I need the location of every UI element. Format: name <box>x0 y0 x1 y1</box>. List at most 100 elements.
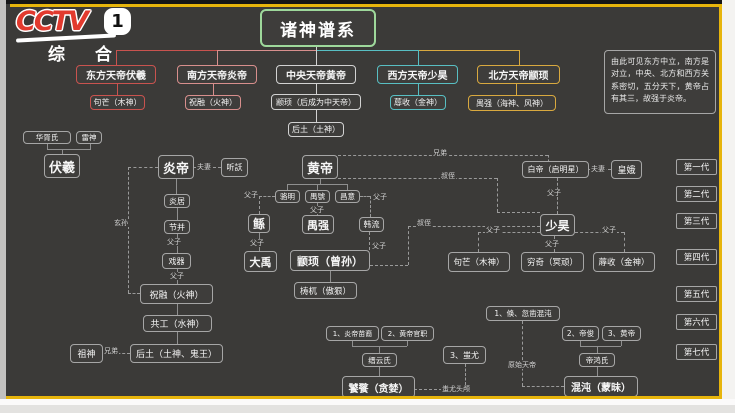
node-east-emperor-fuxi: 东方天帝伏羲 <box>76 65 156 84</box>
edge-dashed <box>414 389 442 390</box>
rel-father-son: 父子 <box>371 242 387 251</box>
node-chiyou: 3、蚩尤 <box>443 346 486 364</box>
node-xiqi: 戏器 <box>162 253 191 269</box>
edge <box>621 341 622 346</box>
edge <box>213 84 214 95</box>
rel-father-son: 父子 <box>243 191 259 200</box>
edge <box>316 50 418 51</box>
channel-subtitle: 综 合 <box>48 45 124 65</box>
frame-right <box>722 0 735 413</box>
node-hundun: 混沌（蒙昧） <box>564 376 638 397</box>
node-houtu-ghost-king: 后土（土神、鬼王） <box>130 344 223 363</box>
node-huaxushi: 华胥氏 <box>23 131 71 144</box>
node-gonggong: 共工（水神） <box>143 315 212 332</box>
node-zhuanxu-later-central: 颛顼（后成为中天帝） <box>271 94 361 110</box>
rel-father-son: 父子 <box>249 239 265 248</box>
rel-brothers: 兄弟 <box>432 149 448 158</box>
node-shaohao: 少昊 <box>540 214 575 236</box>
edge <box>597 346 598 353</box>
node-yandi: 炎帝 <box>158 155 194 179</box>
edge-dashed <box>408 226 540 227</box>
node-rushou-metal-god: 蓐收（金神） <box>390 95 446 110</box>
edge <box>519 50 520 65</box>
edge-dashed <box>128 167 158 168</box>
node-tingyao: 听訞 <box>221 158 248 177</box>
frame-left <box>0 0 6 413</box>
frame-bottom-gold <box>6 396 722 399</box>
node-central-emperor-huangdi: 中央天帝黄帝 <box>276 65 356 84</box>
node-baidi: 白帝（启明星） <box>522 161 589 178</box>
node-north-emperor-zhuanxu: 北方天帝颛顼 <box>477 65 560 84</box>
generation-4: 第四代 <box>676 249 717 265</box>
node-jiebing: 节并 <box>164 220 190 234</box>
frame-bottom-gray <box>0 405 735 413</box>
edge <box>418 50 419 65</box>
edge-dashed <box>624 232 625 252</box>
frame-bottom-white <box>0 399 735 405</box>
edge <box>176 179 177 194</box>
node-west-emperor-shaohao: 西方天帝少昊 <box>377 65 458 84</box>
rel-primordial-emperor: 原始天帝 <box>507 361 537 370</box>
node-huange: 皇娥 <box>611 160 642 179</box>
edge <box>516 84 517 95</box>
node-yuqiang-sea-wind-god: 禺强（海神、风神） <box>468 95 556 111</box>
cctv-logo-text: CCTV <box>16 6 89 37</box>
node-shu-hu-hundun: 1、倏、忽凿混沌 <box>486 306 560 321</box>
edge <box>597 367 598 376</box>
edge-dashed <box>465 364 466 385</box>
node-yandi-descendant: 1、炎帝苗裔 <box>326 326 379 341</box>
edge-dashed <box>370 196 371 217</box>
node-rushou-metal: 蓐收（金神） <box>593 252 655 272</box>
node-fuxi: 伏羲 <box>44 154 80 178</box>
edge <box>418 50 519 51</box>
node-jumang-wood-god: 句芒（木神） <box>90 95 145 110</box>
node-zushen: 祖神 <box>70 344 103 363</box>
rel-father-son: 父子 <box>166 238 182 247</box>
edge-dashed <box>259 196 275 197</box>
edge-dashed <box>128 293 140 294</box>
edge <box>320 179 321 184</box>
edge <box>287 184 288 190</box>
rel-father-son: 父子 <box>485 226 501 235</box>
edge <box>316 110 317 122</box>
node-gun: 鲧 <box>248 214 270 233</box>
node-zhuanxu-great-grandson: 颛顼（曾孙） <box>290 250 370 271</box>
node-hanliu: 韩流 <box>359 217 384 232</box>
node-zhurong-fire: 祝融（火神） <box>140 284 213 304</box>
generation-1: 第一代 <box>676 159 717 175</box>
edge-dashed <box>370 265 408 266</box>
node-huangdi: 黄帝 <box>302 155 338 179</box>
frame-top-gold <box>10 4 722 7</box>
edge <box>177 304 178 315</box>
edge <box>317 184 318 190</box>
rel-chiyou-skull: 蚩尤头颅 <box>441 385 471 394</box>
channel-number-badge: 1 <box>104 8 131 35</box>
rel-great-great-grandson: 玄孙 <box>113 219 129 228</box>
node-huangdi-official: 2、黄帝官职 <box>381 326 434 341</box>
edge <box>62 149 63 155</box>
node-dijun: 2、帝俊 <box>562 326 599 341</box>
edge-dashed <box>259 196 260 214</box>
rel-father-son: 父子 <box>169 272 185 281</box>
rel-father-son: 父子 <box>601 226 617 235</box>
node-jinyunshi: 缙云氏 <box>362 353 397 367</box>
edge <box>116 50 117 65</box>
rel-father-son: 父子 <box>546 189 562 198</box>
edge <box>316 84 317 94</box>
edge <box>580 341 581 346</box>
rel-spouse: 夫妻 <box>196 163 212 172</box>
edge <box>90 144 91 150</box>
edge <box>316 50 317 65</box>
edge-dashed <box>128 167 129 293</box>
edge <box>177 332 178 344</box>
node-dayu: 大禹 <box>244 251 277 272</box>
node-taowu: 梼杌（傲狠） <box>294 282 357 299</box>
edge-dashed <box>497 212 540 213</box>
note-box: 由此可见东方中立，南方是对立，中央、北方和西方关系密切，五分天下，黄帝占有其三，… <box>604 50 716 114</box>
node-yuhao: 禺號 <box>305 190 330 203</box>
node-south-emperor-yandi: 南方天帝炎帝 <box>177 65 257 84</box>
rel-father-son: 父子 <box>544 240 560 249</box>
node-huangdi-3: 3、黄帝 <box>602 326 641 341</box>
edge <box>352 341 353 346</box>
